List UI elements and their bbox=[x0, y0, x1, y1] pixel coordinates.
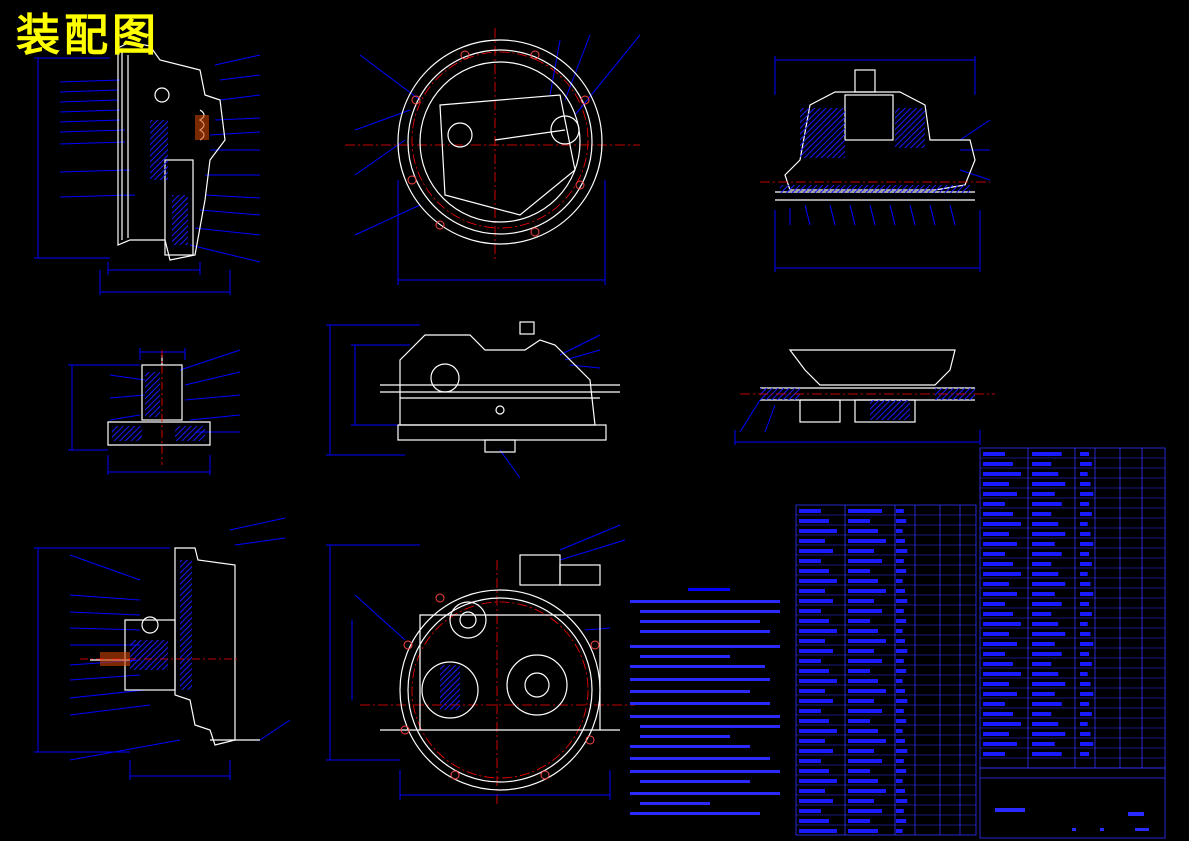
parts-list-left bbox=[795, 504, 977, 836]
parts-list-left-rows bbox=[796, 514, 976, 826]
title-block bbox=[979, 767, 1166, 839]
top-plan-view bbox=[345, 28, 641, 285]
parts-list-right-fill bbox=[983, 452, 1094, 756]
right-elevation-section bbox=[760, 56, 991, 272]
cover-section-view bbox=[734, 349, 995, 445]
side-section-view bbox=[34, 41, 261, 295]
bottom-plan-view bbox=[326, 524, 635, 805]
parts-list-right-rows bbox=[980, 457, 1165, 759]
technical-notes bbox=[630, 588, 780, 815]
drawing-title: 装配图 bbox=[16, 10, 160, 61]
valve-detail-section bbox=[68, 348, 241, 475]
parts-list-left-fill bbox=[799, 509, 908, 833]
lower-side-section bbox=[34, 517, 291, 780]
front-elevation-view bbox=[326, 321, 620, 479]
